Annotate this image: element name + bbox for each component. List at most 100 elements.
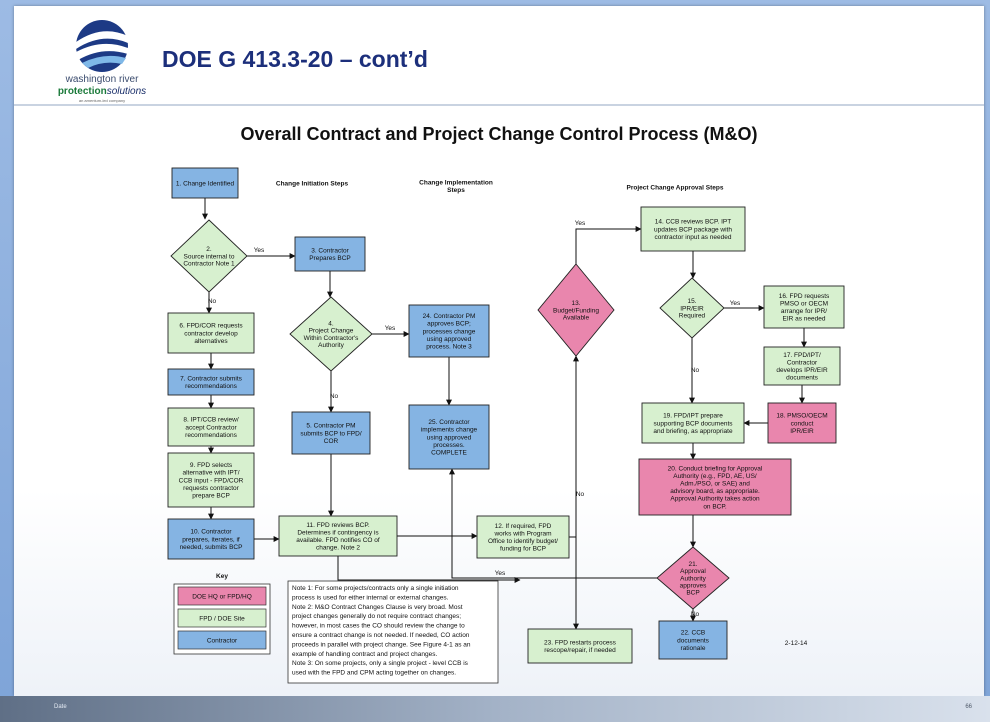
edge-label-yes: Yes xyxy=(730,300,741,307)
decision-diamond xyxy=(537,263,615,357)
legend-item-label: DOE HQ or FPD/HQ xyxy=(192,593,252,600)
legend-item-label: Contractor xyxy=(207,637,238,644)
step-box xyxy=(476,515,570,559)
step-label-1: 1. Change Identified xyxy=(176,180,235,187)
footer-date: Date xyxy=(54,704,67,710)
edge-label-yes: Yes xyxy=(495,570,506,577)
step-box xyxy=(641,402,745,444)
page-number: 66 xyxy=(965,704,972,710)
connector-arrow xyxy=(337,556,521,583)
step-box xyxy=(640,206,746,252)
edge-label-no: No xyxy=(330,393,339,400)
edge-label-no: No xyxy=(691,367,700,374)
logo-text-solutions: solutions xyxy=(106,86,147,97)
step-box xyxy=(167,407,255,447)
diagram-title: Overall Contract and Project Change Cont… xyxy=(240,124,758,144)
process-step-1: 1. Change Identified xyxy=(171,167,239,199)
flowchart-connectors xyxy=(202,198,807,630)
edge-label-yes: Yes xyxy=(575,220,586,227)
edge-label-yes: Yes xyxy=(254,247,265,254)
slide-header: washington river protectionsolutions an … xyxy=(14,6,984,104)
notes-text: Note 1: For some projects/contracts only… xyxy=(292,585,471,677)
slide-footer: Date 66 xyxy=(0,696,990,722)
step-label-11: 11. FPD reviews BCP.Determines if contin… xyxy=(296,522,380,552)
step-box xyxy=(638,458,792,516)
slide-title: DOE G 413.3-20 – cont’d xyxy=(162,46,428,72)
logo-text-protection: protection xyxy=(57,86,107,97)
logo-text-line3: an amentum-led company xyxy=(78,98,126,103)
edge-label-no: No xyxy=(208,298,217,305)
step-box xyxy=(294,236,366,272)
step-box xyxy=(167,518,255,560)
company-logo: washington river protectionsolutions an … xyxy=(42,16,162,103)
edge-label-no: No xyxy=(576,491,585,498)
flowchart-nodes: 1. Change Identified 2.Source internal to… xyxy=(167,167,845,664)
step-box xyxy=(167,368,255,396)
step-box xyxy=(408,304,490,358)
step-box xyxy=(167,452,255,508)
step-box xyxy=(527,628,633,664)
step-box xyxy=(167,312,255,354)
diagram-date-stamp: 2-12-14 xyxy=(785,640,808,647)
decision-diamond xyxy=(170,219,248,293)
connector-arrow xyxy=(449,468,657,579)
step-box xyxy=(408,404,490,470)
decision-diamond xyxy=(659,277,725,339)
legend-swatch xyxy=(177,608,267,628)
logo-text-line2: protectionsolutions xyxy=(42,86,162,97)
header-initiation-steps: Change Initiation Steps xyxy=(276,180,349,187)
edge-label-yes: Yes xyxy=(385,325,396,332)
legend-swatch xyxy=(177,630,267,650)
decision-diamond xyxy=(656,546,730,610)
connector-arrow xyxy=(569,355,579,538)
header-approval-steps: Project Change Approval Steps xyxy=(627,184,724,191)
step-box xyxy=(767,402,837,444)
legend-item-label: FPD / DOE Site xyxy=(199,615,245,622)
logo-text-line1: washington river xyxy=(65,74,139,85)
step-box xyxy=(278,515,398,557)
connector-arrow xyxy=(575,226,642,264)
